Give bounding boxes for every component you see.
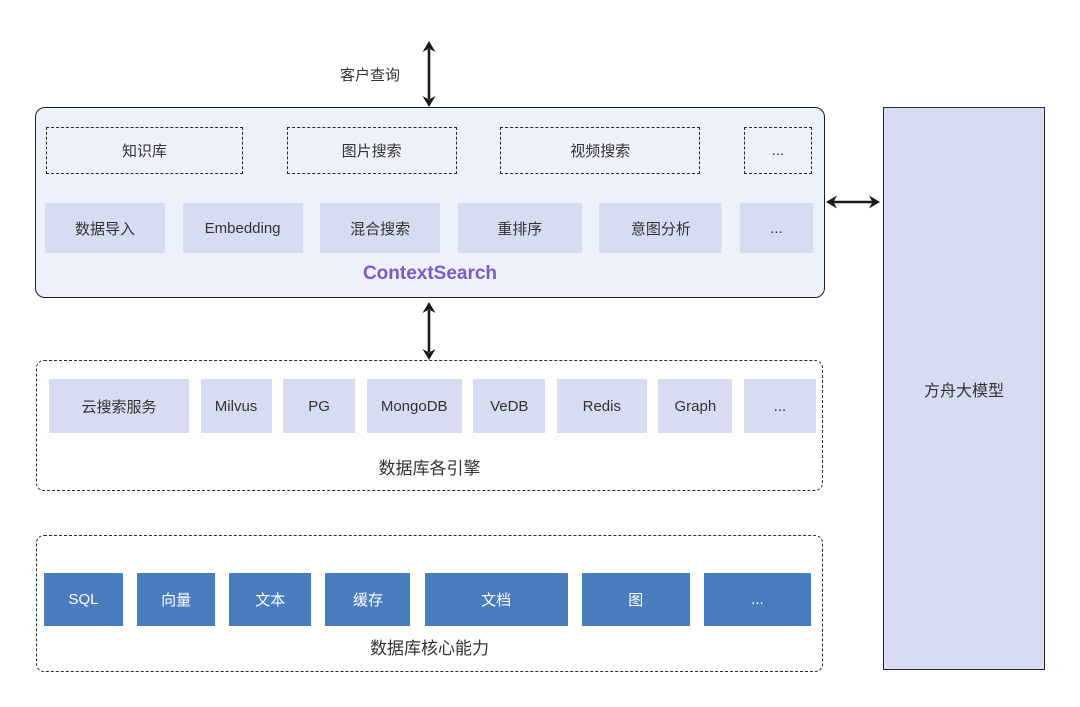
core-capability-list: SQL 向量文本缓存文档图... <box>44 573 811 626</box>
core-capability-item: SQL <box>44 573 123 626</box>
capability-item: Embedding <box>182 203 303 253</box>
model-link-double-arrow-icon <box>825 189 881 215</box>
core-capability-item: 缓存 <box>325 573 411 626</box>
ark-model-panel: 方舟大模型 <box>883 107 1045 670</box>
capability-item: 重排序 <box>457 203 582 253</box>
engine-item: MongoDB <box>366 379 462 433</box>
core-capability-item: 向量 <box>137 573 216 626</box>
ark-model-label: 方舟大模型 <box>923 382 1004 400</box>
scenario-item: 知识库 <box>46 127 243 174</box>
capability-item: 混合搜索 <box>320 203 441 253</box>
core-capability-item: 文本 <box>229 573 312 626</box>
core-capabilities-box: SQL 向量文本缓存文档图... 数据库核心能力 <box>36 535 823 672</box>
engines-label: 数据库各引擎 <box>378 459 481 478</box>
db-link-double-arrow-icon <box>416 301 442 361</box>
engine-item: PG <box>283 379 356 433</box>
engine-item: Redis <box>556 379 647 433</box>
engine-item: 云搜索服务 <box>49 379 189 433</box>
client-query-double-arrow-icon <box>416 40 442 108</box>
contextsearch-box: 知识库图片搜索视频搜索... 数据导入 Embedding 混合搜索重排序意图分析.… <box>35 107 825 298</box>
scenario-list: 知识库图片搜索视频搜索... <box>46 127 812 174</box>
scenario-item: ... <box>743 127 812 174</box>
scenario-item: 图片搜索 <box>286 127 457 174</box>
engine-item: Milvus <box>200 379 272 433</box>
capability-item: 数据导入 <box>45 203 165 253</box>
engine-item: ... <box>743 379 816 433</box>
scenario-item: 视频搜索 <box>500 127 701 174</box>
capability-list: 数据导入 Embedding 混合搜索重排序意图分析... <box>45 203 813 253</box>
client-query-label: 客户查询 <box>339 67 400 84</box>
capability-item: 意图分析 <box>599 203 723 253</box>
core-capabilities-label: 数据库核心能力 <box>370 639 489 658</box>
core-capability-item: 文档 <box>424 573 568 626</box>
core-capability-item: 图 <box>581 573 690 626</box>
contextsearch-title: ContextSearch <box>362 263 498 284</box>
core-capability-item: ... <box>703 573 811 626</box>
engine-item: Graph <box>658 379 733 433</box>
engine-item: VeDB <box>473 379 546 433</box>
capability-item: ... <box>739 203 813 253</box>
